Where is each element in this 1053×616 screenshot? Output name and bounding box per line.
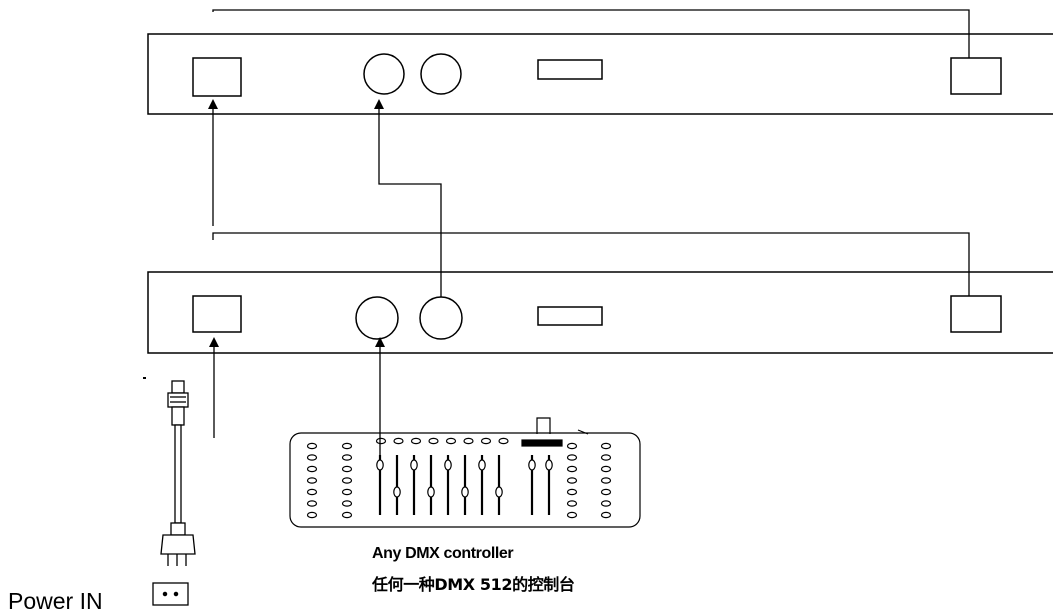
controller-button bbox=[600, 442, 612, 450]
controller-button bbox=[566, 500, 578, 507]
dmx-out-port bbox=[420, 53, 462, 95]
controller-button bbox=[341, 488, 353, 496]
controller-button bbox=[600, 477, 612, 484]
dmx-in-port bbox=[355, 296, 399, 340]
controller-fader-knob bbox=[376, 459, 384, 471]
controller-button bbox=[566, 488, 578, 496]
controller-button bbox=[600, 454, 612, 461]
controller-fader-knob bbox=[427, 486, 435, 498]
power-in-port bbox=[192, 57, 242, 97]
power-link-middle bbox=[212, 232, 970, 296]
controller-button bbox=[341, 500, 353, 507]
fixture-unit-top bbox=[147, 33, 1053, 115]
controller-button bbox=[375, 437, 387, 445]
controller-button bbox=[306, 465, 318, 473]
dmx-out-port bbox=[419, 296, 463, 340]
power-out-port bbox=[950, 57, 1002, 95]
controller-button bbox=[480, 437, 492, 445]
controller-fader-knob bbox=[393, 486, 401, 498]
controller-button bbox=[341, 442, 353, 450]
controller-fader-knob bbox=[444, 459, 452, 471]
power-in-port bbox=[192, 295, 242, 333]
dmx-controller-icon bbox=[289, 417, 641, 528]
controller-button bbox=[306, 500, 318, 507]
controller-button bbox=[600, 511, 612, 519]
controller-fader-knob bbox=[495, 486, 503, 498]
power-link-top bbox=[212, 9, 970, 58]
controller-button bbox=[306, 488, 318, 496]
controller-button bbox=[600, 488, 612, 496]
dmx-in-port bbox=[363, 53, 405, 95]
display-window bbox=[537, 306, 603, 326]
controller-button bbox=[341, 454, 353, 461]
fixture-unit-bottom bbox=[147, 271, 1053, 354]
controller-fader-knob bbox=[528, 459, 536, 471]
controller-button bbox=[341, 511, 353, 519]
controller-button bbox=[306, 477, 318, 484]
controller-button bbox=[306, 442, 318, 450]
connection-lines bbox=[208, 9, 970, 482]
controller-button bbox=[393, 437, 404, 445]
controller-button bbox=[566, 454, 578, 461]
controller-button bbox=[600, 465, 612, 473]
power-in-label: Power IN bbox=[8, 588, 103, 614]
power-out-port bbox=[950, 295, 1002, 333]
controller-button bbox=[566, 477, 578, 484]
controller-button bbox=[566, 465, 578, 473]
controller-button bbox=[445, 437, 457, 445]
controller-button bbox=[566, 442, 578, 450]
controller-label-en: Any DMX controller bbox=[372, 545, 514, 562]
controller-fader-knob bbox=[545, 459, 553, 471]
controller-label-zh: 任何一种DMX 512的控制台 bbox=[372, 575, 575, 594]
controller-button bbox=[341, 465, 353, 473]
controller-fader-knob bbox=[478, 459, 486, 471]
controller-button bbox=[566, 511, 578, 519]
controller-fader-knob bbox=[410, 459, 418, 471]
controller-button bbox=[600, 500, 612, 507]
controller-button bbox=[306, 511, 318, 519]
controller-button bbox=[341, 477, 353, 484]
power-socket-icon bbox=[152, 582, 189, 606]
power-plug-icon bbox=[160, 380, 196, 566]
controller-button bbox=[306, 454, 318, 461]
controller-button bbox=[498, 437, 509, 445]
controller-button bbox=[428, 437, 439, 445]
display-window bbox=[537, 59, 603, 80]
controller-button bbox=[463, 437, 474, 445]
controller-button bbox=[410, 437, 422, 445]
dmx-link-middle bbox=[374, 99, 442, 297]
controller-fader-knob bbox=[461, 486, 469, 498]
